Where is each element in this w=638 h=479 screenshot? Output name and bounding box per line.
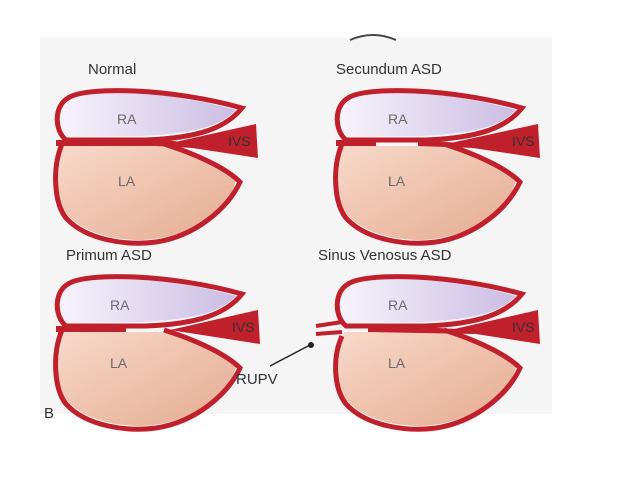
ra-label: RA [110, 297, 130, 313]
la-label: LA [118, 173, 136, 189]
atrial-septum-left [336, 140, 376, 146]
panel-secundum: RA LA IVS [333, 88, 540, 246]
ra-wall [54, 88, 247, 143]
ivs-wedge [166, 124, 258, 158]
ra-wall [334, 88, 527, 143]
top-arc-fragment [349, 34, 397, 41]
ra-label: RA [388, 111, 408, 127]
rupv-leader-line [269, 344, 311, 367]
panel-primum: RA LA IVS [53, 274, 260, 432]
rupv-vessel [315, 320, 343, 336]
ra-label: RA [388, 297, 408, 313]
la-label: LA [388, 173, 406, 189]
atrial-septum-left [56, 326, 126, 332]
ivs-label: IVS [228, 133, 251, 149]
ivs-label: IVS [512, 133, 535, 149]
ivs-wedge [446, 124, 540, 158]
ivs-wedge [450, 310, 540, 344]
atrial-septum [56, 140, 194, 148]
ivs-label: IVS [232, 319, 255, 335]
ivs-label: IVS [512, 319, 535, 335]
ra-wall [54, 274, 247, 329]
la-label: LA [388, 355, 406, 371]
ivs-wedge [170, 310, 260, 344]
panel-title-primum: Primum ASD [66, 247, 152, 264]
panel-title-normal: Normal [88, 61, 136, 78]
la-label: LA [110, 355, 128, 371]
la-wall [53, 141, 244, 246]
figure-corner-letter: B [44, 405, 54, 422]
ra-wall [334, 274, 527, 329]
la-wall [53, 327, 244, 432]
atrial-septum [368, 324, 474, 334]
panel-sinus-venosus: RA LA IVS [315, 274, 540, 432]
rupv-label: RUPV [236, 371, 278, 388]
la-wall [333, 327, 524, 432]
panel-title-sinus-venosus: Sinus Venosus ASD [318, 247, 452, 264]
panel-title-secundum: Secundum ASD [336, 61, 442, 78]
rupv-leader-dot [308, 342, 314, 348]
panel-normal: RA LA IVS [53, 88, 258, 246]
la-wall [333, 141, 524, 246]
ra-label: RA [117, 111, 137, 127]
